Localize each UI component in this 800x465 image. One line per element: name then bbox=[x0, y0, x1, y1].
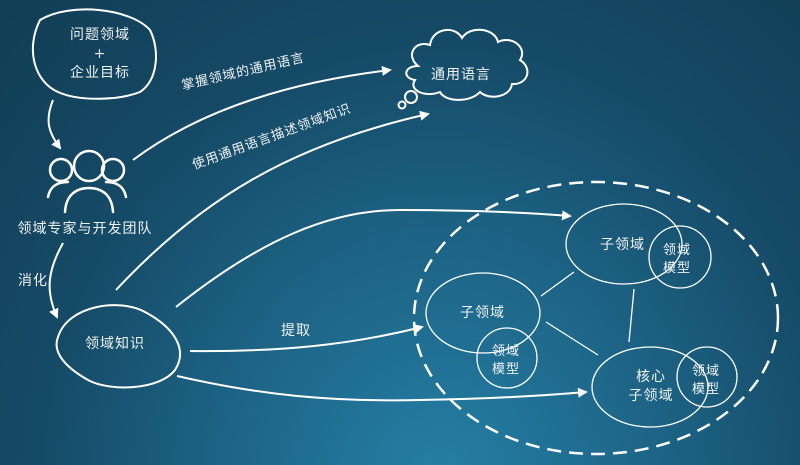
domain-model-top-line2: 模型 bbox=[663, 260, 692, 276]
core-subdomain-line2: 子领域 bbox=[628, 387, 674, 404]
problem-domain-line1: 问题领域 bbox=[70, 27, 130, 43]
extract-label: 提取 bbox=[281, 323, 311, 339]
domain-knowledge-label: 领域知识 bbox=[85, 336, 145, 352]
domain-model-top-label: 领域 模型 bbox=[663, 242, 691, 277]
arrow-digest bbox=[48, 242, 64, 319]
domain-model-top-line1: 领域 bbox=[663, 243, 692, 258]
core-subdomain-label: 核心 子领域 bbox=[626, 368, 676, 406]
people-group-icon bbox=[46, 149, 128, 214]
domain-model-left-label: 领域 模型 bbox=[492, 343, 520, 378]
subdomain-left-ellipse bbox=[425, 272, 541, 354]
problem-domain-blob bbox=[31, 8, 157, 100]
subdomain-top-ellipse bbox=[565, 203, 683, 285]
problem-domain-label: 问题领域 + 企业目标 bbox=[55, 26, 145, 83]
domain-model-left-circle bbox=[476, 327, 538, 389]
bounded-context-dashed-ellipse bbox=[412, 180, 780, 456]
cloud-shape bbox=[397, 28, 529, 110]
domain-model-core-circle bbox=[676, 346, 738, 408]
subdomain-top-label: 子领域 bbox=[600, 237, 645, 253]
arrow-extract bbox=[189, 324, 424, 353]
arrow-to-subdomain-top bbox=[175, 208, 572, 308]
domain-model-core-line1: 领域 bbox=[692, 364, 721, 379]
arrow-problem-to-team bbox=[47, 99, 62, 150]
domain-model-left-line1: 领域 bbox=[492, 344, 521, 359]
relation-left-core bbox=[545, 321, 599, 356]
domain-model-core-label: 领域 模型 bbox=[692, 363, 720, 398]
core-subdomain-line1: 核心 bbox=[636, 369, 666, 385]
arrow-describe-knowledge bbox=[115, 110, 430, 291]
team-label: 领域专家与开发团队 bbox=[17, 221, 153, 237]
domain-model-top-circle bbox=[648, 225, 712, 289]
digest-label: 消化 bbox=[18, 273, 48, 289]
arrow-to-core-subdomain bbox=[176, 375, 588, 402]
core-subdomain-ellipse bbox=[591, 346, 709, 428]
arrow-master-language bbox=[132, 65, 392, 161]
problem-domain-plus: + bbox=[93, 45, 107, 62]
domain-knowledge-blob bbox=[55, 304, 181, 389]
relation-top-core bbox=[628, 288, 635, 343]
problem-domain-line2: 企业目标 bbox=[70, 64, 130, 81]
subdomain-left-label: 子领域 bbox=[460, 305, 505, 321]
domain-model-core-line2: 模型 bbox=[692, 381, 721, 397]
relation-left-top bbox=[540, 271, 575, 297]
domain-model-left-line2: 模型 bbox=[492, 361, 521, 377]
ubiquitous-language-label: 通用语言 bbox=[431, 67, 491, 83]
